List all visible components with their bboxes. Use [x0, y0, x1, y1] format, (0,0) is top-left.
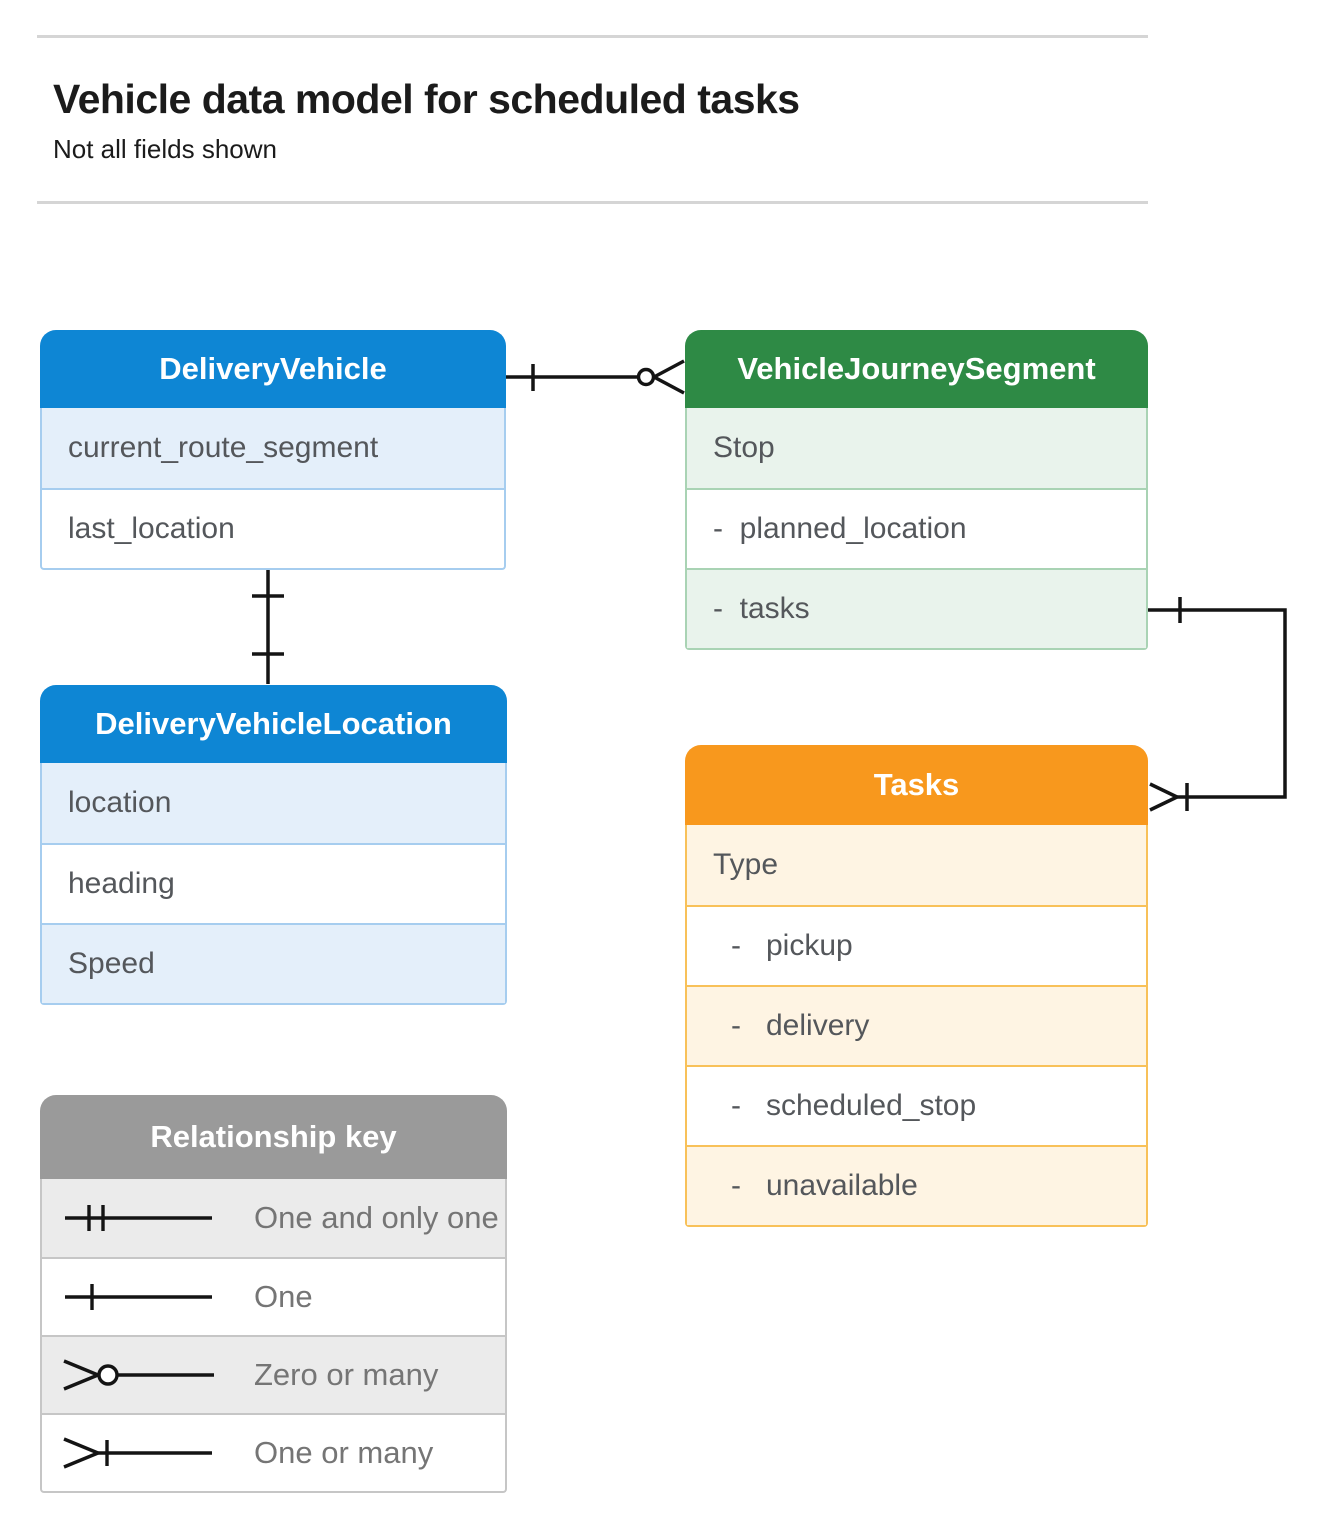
field-heading: heading — [42, 843, 505, 923]
top-divider — [37, 35, 1148, 38]
connector-vehicle-to-location — [252, 569, 284, 684]
connector-vehicle-to-journey-segment — [506, 359, 685, 395]
legend-item-one: One — [42, 1257, 505, 1335]
field-scheduled-stop: - scheduled_stop — [687, 1065, 1146, 1145]
entity-tasks: Tasks Type - pickup - delivery - schedul… — [685, 745, 1148, 1227]
entity-title: DeliveryVehicleLocation — [40, 685, 507, 763]
entity-delivery-vehicle-location: DeliveryVehicleLocation location heading… — [40, 685, 507, 1005]
entity-title: DeliveryVehicle — [40, 330, 506, 408]
entity-vehicle-journey-segment: VehicleJourneySegment Stop - planned_loc… — [685, 330, 1148, 650]
entity-delivery-vehicle: DeliveryVehicle current_route_segment la… — [40, 330, 506, 570]
page-title: Vehicle data model for scheduled tasks — [53, 76, 800, 122]
field-tasks: - tasks — [687, 568, 1146, 648]
legend-label: One — [254, 1279, 313, 1314]
legend-label: One or many — [254, 1435, 434, 1470]
entity-title: Tasks — [685, 745, 1148, 825]
legend-title: Relationship key — [40, 1095, 507, 1179]
legend-label: Zero or many — [254, 1357, 439, 1392]
field-type: Type — [687, 825, 1146, 905]
one-icon — [65, 1284, 212, 1310]
legend-item-zero-or-many: Zero or many — [42, 1335, 505, 1413]
field-delivery: - delivery — [687, 985, 1146, 1065]
legend-item-one-and-only-one: One and only one — [42, 1179, 505, 1257]
zero-or-many-icon — [63, 1359, 214, 1391]
field-stop: Stop — [687, 408, 1146, 488]
page-subtitle: Not all fields shown — [53, 134, 277, 164]
field-speed: Speed — [42, 923, 505, 1003]
one-or-many-icon — [63, 1437, 212, 1469]
field-pickup: - pickup — [687, 905, 1146, 985]
header-divider — [37, 201, 1148, 204]
connector-journey-segment-to-tasks — [1148, 597, 1287, 812]
field-last-location: last_location — [42, 488, 504, 568]
entity-title: VehicleJourneySegment — [685, 330, 1148, 408]
legend: Relationship key One and only one One — [40, 1095, 507, 1493]
legend-item-one-or-many: One or many — [42, 1413, 505, 1491]
field-location: location — [42, 763, 505, 843]
field-planned-location: - planned_location — [687, 488, 1146, 568]
field-unavailable: - unavailable — [687, 1145, 1146, 1225]
one-and-only-one-icon — [65, 1205, 212, 1231]
legend-label: One and only one — [254, 1200, 499, 1235]
field-current-route-segment: current_route_segment — [42, 408, 504, 488]
